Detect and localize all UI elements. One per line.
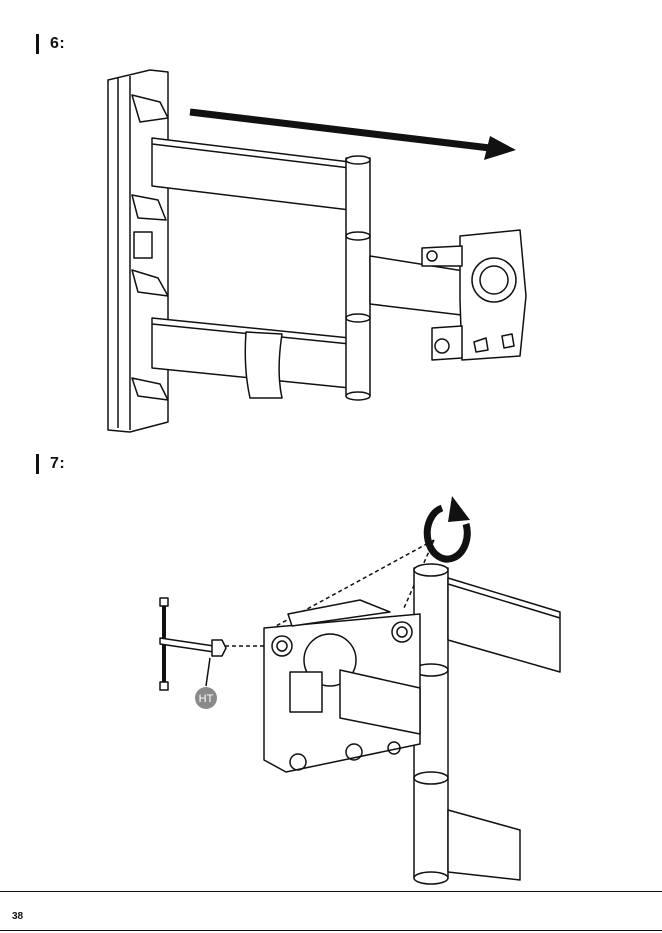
step-number: 6: (50, 35, 65, 53)
step-6-illustration (0, 60, 662, 440)
footer-divider (0, 891, 662, 892)
page-number: 38 (12, 911, 23, 922)
step-7-heading: 7: (36, 454, 65, 474)
footer-divider-bottom (0, 930, 662, 931)
step-marker (36, 454, 39, 474)
step-number: 7: (50, 455, 65, 473)
tool-label: HT (199, 693, 214, 705)
step-7-illustration: HT (0, 490, 662, 890)
step-marker (36, 34, 39, 54)
step-6-heading: 6: (36, 34, 65, 54)
